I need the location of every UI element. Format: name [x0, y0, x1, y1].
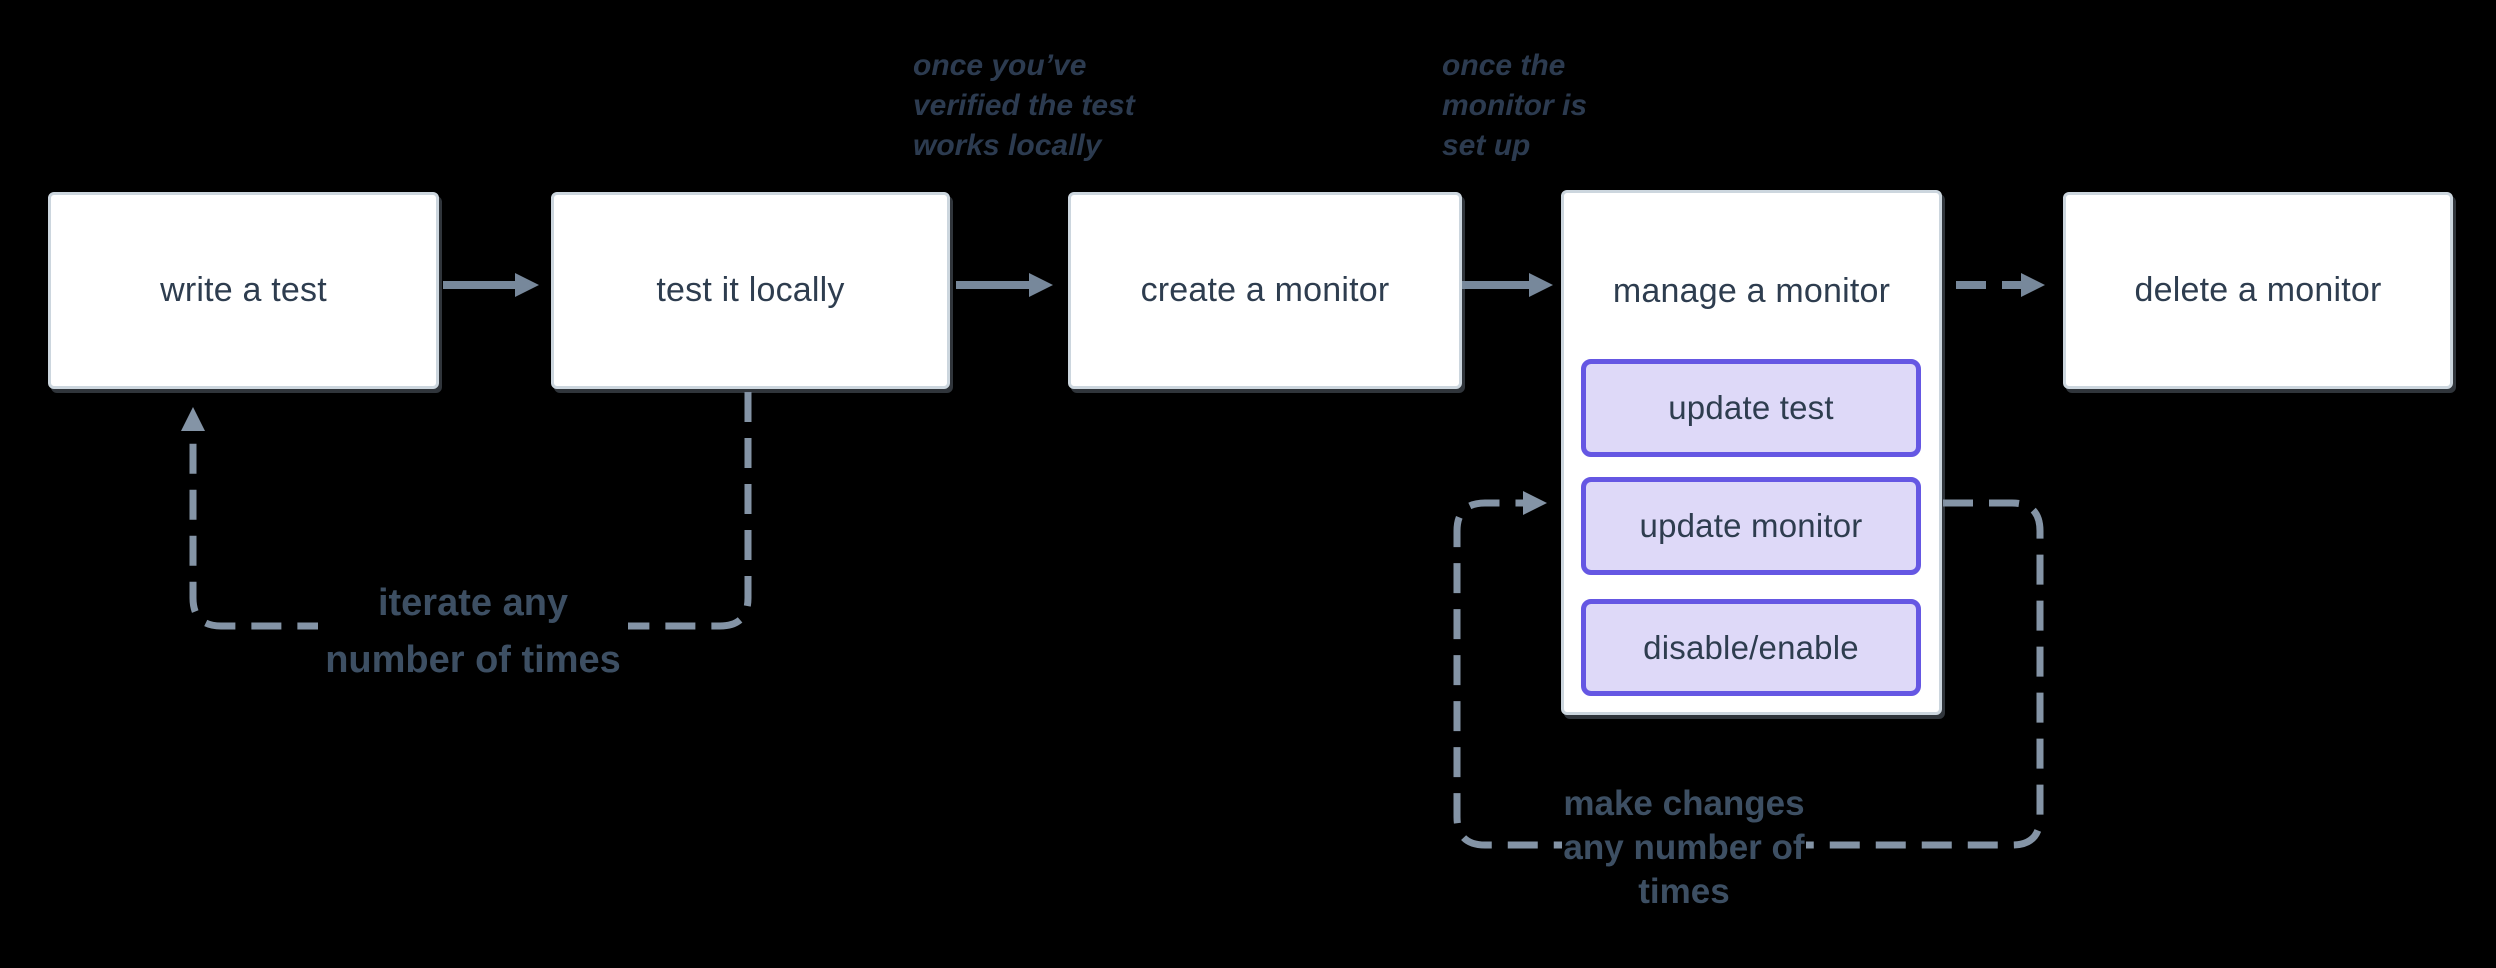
loop-make-changes-caption-line3: times: [1638, 872, 1730, 911]
node-test-it-locally-label: test it locally: [656, 271, 845, 309]
annotation-once-setup-line3: set up: [1442, 129, 1531, 162]
node-manage-a-monitor-label: manage a monitor: [1612, 272, 1891, 310]
node-write-a-test-label: write a test: [160, 271, 327, 309]
action-update-test: update test: [1581, 359, 1921, 457]
node-delete-a-monitor: delete a monitor: [2063, 192, 2453, 389]
loop-iterate-caption-line1: iterate any: [377, 582, 569, 624]
loop-iterate-path: [181, 392, 752, 630]
action-update-test-label: update test: [1668, 389, 1834, 426]
annotation-once-verified: once you’ve verified the test works loca…: [913, 46, 1135, 166]
loop-make-changes-caption: make changes any number of times: [1562, 782, 1806, 914]
action-update-monitor: update monitor: [1581, 477, 1921, 575]
annotation-once-verified-line2: verified the test: [913, 89, 1135, 122]
annotation-once-verified-line3: works locally: [913, 129, 1102, 162]
loop-iterate-caption: iterate any number of times: [318, 575, 628, 689]
node-manage-a-monitor: manage a monitor update test update moni…: [1561, 190, 1942, 715]
node-write-a-test: write a test: [48, 192, 439, 389]
annotation-once-setup-line2: monitor is: [1442, 89, 1588, 122]
annotation-once-setup-line1: once the: [1442, 49, 1566, 82]
loop-iterate-caption-line2: number of times: [325, 639, 621, 681]
node-create-a-monitor-label: create a monitor: [1140, 271, 1390, 309]
action-update-monitor-label: update monitor: [1639, 507, 1863, 544]
annotation-once-setup: once the monitor is set up: [1442, 46, 1587, 166]
loop-make-changes-caption-line2: any number of: [1563, 828, 1805, 867]
node-delete-a-monitor-label: delete a monitor: [2134, 271, 2382, 309]
annotation-once-verified-line1: once you’ve: [913, 49, 1087, 82]
loop-make-changes-caption-line1: make changes: [1563, 784, 1805, 823]
action-disable-enable-label: disable/enable: [1643, 628, 1859, 666]
action-disable-enable: disable/enable: [1581, 599, 1921, 696]
node-create-a-monitor: create a monitor: [1068, 192, 1462, 389]
node-test-it-locally: test it locally: [551, 192, 950, 389]
